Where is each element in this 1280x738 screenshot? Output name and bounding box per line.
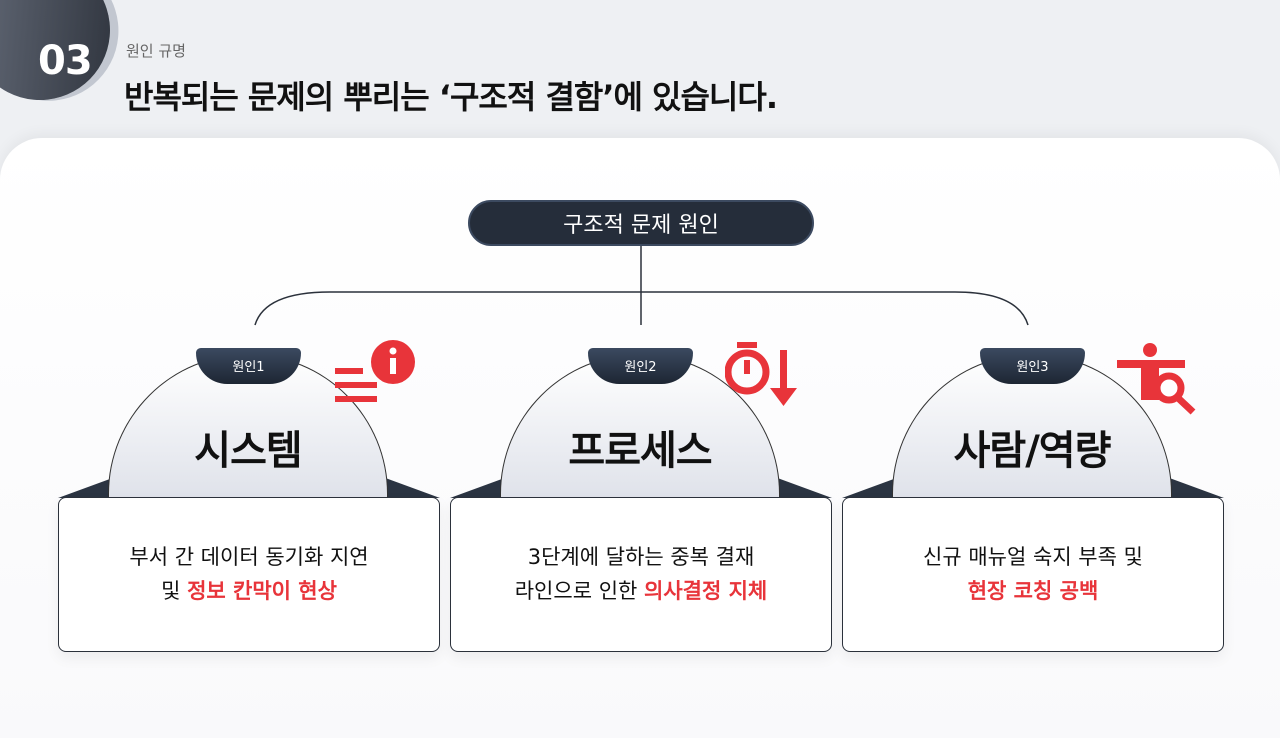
line-prefix: 라인으로 인한 — [514, 578, 645, 603]
description-line-1: 신규 매뉴얼 숙지 부족 및 — [923, 544, 1143, 569]
description-line-2: 라인으로 인한 의사결정 지체 — [515, 575, 768, 609]
description-line-1: 부서 간 데이터 동기화 지연 — [129, 544, 369, 569]
cause-title: 프로세스 — [568, 428, 712, 474]
root-cause-node: 구조적 문제 원인 — [468, 200, 814, 246]
section-number: 03 — [38, 38, 93, 84]
highlight-text: 현장 코칭 공백 — [967, 578, 1099, 603]
cause-card-1: 원인1 시스템 부서 간 데이터 동기화 지연 및 정보 칸막이 현상 — [58, 340, 440, 660]
cause-title: 사람/역량 — [953, 428, 1112, 474]
stopwatch-down-icon — [725, 342, 797, 406]
cause-card-2: 원인2 프로세스 3단계에 달하는 중복 결재 라인으로 인한 의사결정 지체 — [450, 340, 832, 660]
highlight-text: 의사결정 지체 — [644, 578, 768, 603]
highlight-text: 정보 칸막이 현상 — [187, 578, 337, 603]
cause-description: 3단계에 달하는 중복 결재 라인으로 인한 의사결정 지체 — [450, 497, 832, 652]
cause-description: 신규 매뉴얼 숙지 부족 및 현장 코칭 공백 — [842, 497, 1224, 652]
connector-lines — [254, 246, 1029, 326]
description-line-2: 현장 코칭 공백 — [968, 575, 1099, 609]
page-title: 반복되는 문제의 뿌리는 ‘구조적 결함’에 있습니다. — [124, 78, 778, 116]
info-lines-icon — [335, 340, 415, 402]
description-line-2: 및 정보 칸막이 현상 — [161, 575, 337, 609]
cause-tab: 원인3 — [980, 348, 1085, 384]
section-subtitle: 원인 규명 — [126, 42, 186, 60]
cause-title: 시스템 — [194, 428, 302, 474]
wing — [772, 476, 832, 498]
description-line-1: 3단계에 달하는 중복 결재 — [527, 544, 755, 569]
wing — [1164, 476, 1224, 498]
cause-tab: 원인2 — [588, 348, 693, 384]
wing — [380, 476, 440, 498]
line-prefix: 및 — [161, 578, 188, 603]
cause-description: 부서 간 데이터 동기화 지연 및 정보 칸막이 현상 — [58, 497, 440, 652]
person-search-icon — [1117, 343, 1196, 415]
cause-card-3: 원인3 사람/역량 신규 매뉴얼 숙지 부족 및 현장 코칭 공백 — [842, 340, 1224, 660]
cause-tab: 원인1 — [196, 348, 301, 384]
